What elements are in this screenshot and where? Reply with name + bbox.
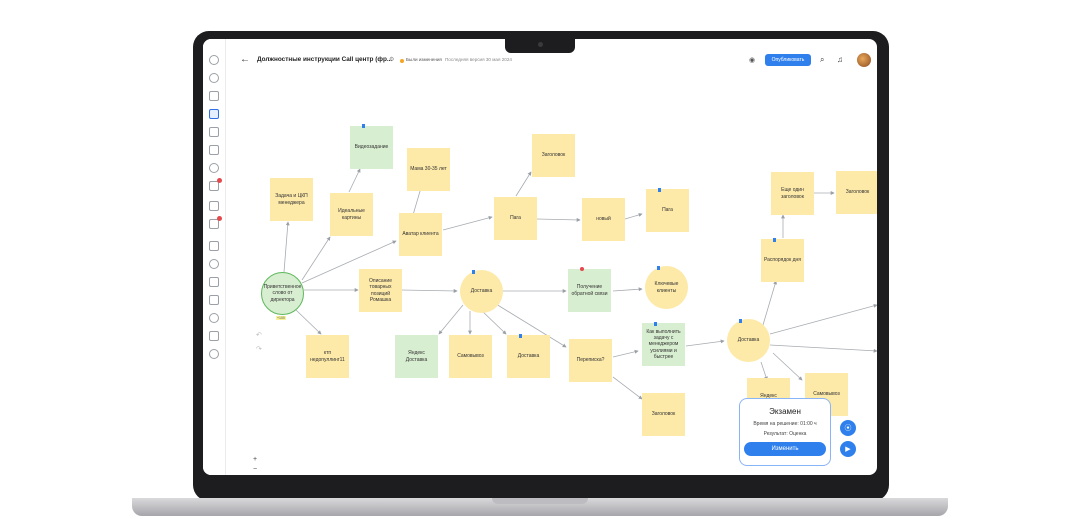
link-icon[interactable] — [209, 259, 219, 269]
camera-icon — [538, 42, 543, 47]
publish-button[interactable]: Опубликовать — [765, 54, 811, 66]
status-text: Были изменения — [406, 57, 442, 62]
search-icon[interactable]: ⌕ — [820, 55, 825, 64]
bookmark-icon — [739, 319, 742, 323]
mindmap-canvas[interactable]: Приветственное слово от директора +100 З… — [226, 83, 877, 475]
structure-icon[interactable] — [209, 91, 219, 101]
app-screen: ← Должностные инструкции Call центр (фр.… — [203, 39, 877, 475]
dashboard-icon[interactable] — [209, 55, 219, 65]
eye-icon[interactable]: ◉ — [749, 57, 756, 64]
node-heading-1[interactable]: Заголовок — [532, 134, 575, 177]
node-ideal[interactable]: Идеальные картины — [330, 193, 373, 236]
bookmark-icon — [657, 266, 660, 270]
document-icon[interactable] — [209, 127, 219, 137]
node-pickup-1[interactable]: Самовывоз — [449, 335, 492, 378]
edit-exam-button[interactable]: Изменить — [744, 442, 826, 456]
node-feedback[interactable]: Получение обратной связи — [568, 269, 611, 312]
tasks-icon[interactable] — [209, 219, 219, 229]
node-heading-3[interactable]: Заголовок — [836, 171, 877, 214]
node-how-task[interactable]: Как выполнить задачу с менеджером усилия… — [642, 323, 685, 366]
node-mom[interactable]: Мама 30-35 лет — [407, 148, 450, 191]
node-ktp[interactable]: ктп недопуллинг11 — [306, 335, 349, 378]
node-delivery-2[interactable]: Доставка — [507, 335, 550, 378]
bookmark-icon — [519, 334, 522, 338]
settings-icon[interactable] — [209, 349, 219, 359]
notification-badge — [217, 216, 222, 221]
laptop-base — [132, 498, 948, 516]
arrow-left-icon[interactable]: ← — [240, 54, 250, 65]
node-welcome[interactable]: Приветственное слово от директора — [261, 272, 304, 315]
exam-result: Результат: Оценка — [763, 431, 807, 437]
status-dot-icon — [400, 59, 404, 63]
branch-icon[interactable] — [209, 109, 219, 119]
bookmark-icon — [773, 238, 776, 242]
zoom-out-button[interactable]: − — [253, 466, 258, 473]
redo-icon[interactable]: ↷ — [256, 346, 262, 353]
archive-icon[interactable] — [209, 295, 219, 305]
node-describe[interactable]: Описание товарных позиций Ромашка — [359, 269, 402, 312]
bookmark-icon — [658, 188, 661, 192]
calendar-icon[interactable] — [209, 201, 219, 211]
version-text: Последняя версия 30 мая 2024 — [445, 57, 512, 62]
avatar[interactable] — [857, 53, 871, 67]
video-icon[interactable]: ▶ — [840, 441, 856, 457]
bell-icon[interactable]: ♫ — [837, 55, 843, 64]
node-paga-2[interactable]: Пага — [646, 189, 689, 232]
node-task[interactable]: Задача и ЦКП менеджера — [270, 178, 313, 221]
bookmark-icon — [472, 270, 475, 274]
connection-lines — [283, 168, 877, 400]
exam-title: Экзамен — [769, 407, 801, 416]
cart-icon[interactable] — [209, 331, 219, 341]
node-delivery-1[interactable]: Доставка — [460, 270, 503, 313]
node-heading-2[interactable]: Заголовок — [642, 393, 685, 436]
node-video[interactable]: Видеозадание — [350, 126, 393, 169]
node-correspond[interactable]: Переписка? — [569, 339, 612, 382]
node-avatar[interactable]: Аватар клиента — [399, 213, 442, 256]
bookmark-icon — [654, 322, 657, 326]
link-icon[interactable] — [209, 163, 219, 173]
exam-time: Время на решение: 01:00 ч — [753, 421, 817, 427]
node-paga-1[interactable]: Пага — [494, 197, 537, 240]
alert-dot-icon — [580, 267, 584, 271]
bookmark-icon — [362, 124, 365, 128]
zoom-in-button[interactable]: + — [253, 456, 258, 463]
chart-icon[interactable] — [209, 241, 219, 251]
node-schedule[interactable]: Распорядок дня — [761, 239, 804, 282]
node-delivery-3[interactable]: Доставка — [727, 319, 770, 362]
node-new[interactable]: новый — [582, 198, 625, 241]
checklist-icon[interactable] — [209, 181, 219, 191]
book-icon[interactable] — [209, 277, 219, 287]
node-tag: +100 — [276, 316, 286, 320]
laptop-base-lip — [492, 498, 588, 504]
settings-icon[interactable]: ⚙ — [389, 57, 395, 63]
user-icon[interactable] — [209, 73, 219, 83]
location-pin-icon[interactable]: ⦿ — [840, 420, 856, 436]
chat-icon[interactable] — [209, 145, 219, 155]
notification-badge — [217, 178, 222, 183]
node-one-more[interactable]: Еще один заголовок — [771, 172, 814, 215]
header: ← Должностные инструкции Call центр (фр.… — [225, 39, 877, 83]
undo-icon[interactable]: ↶ — [256, 332, 262, 339]
compass-icon[interactable] — [209, 313, 219, 323]
exam-card: Экзамен Время на решение: 01:00 ч Резуль… — [739, 398, 831, 466]
node-yandex-1[interactable]: Яндекс Доставка — [395, 335, 438, 378]
page-title: Должностные инструкции Call центр (фр... — [257, 56, 393, 63]
node-key-clients[interactable]: Ключевые клиенты — [645, 266, 688, 309]
sidebar — [203, 39, 226, 475]
